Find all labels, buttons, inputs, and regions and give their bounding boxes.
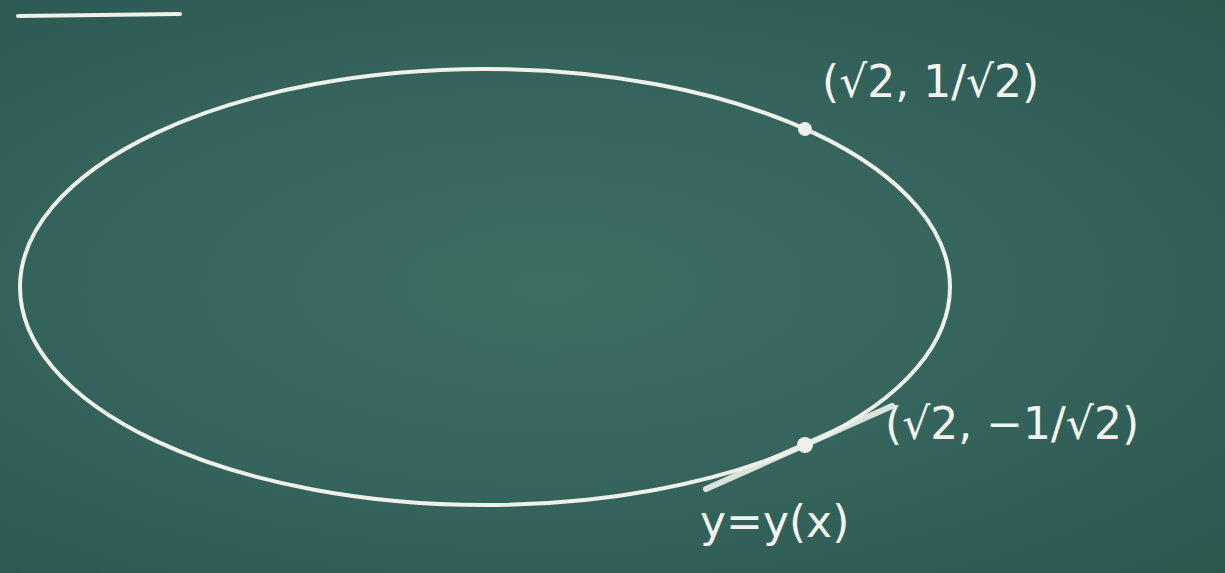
point-dot — [798, 122, 812, 136]
function-label: y=y(x) — [700, 498, 849, 546]
point-dot — [797, 437, 813, 453]
point-label: (√2, −1/√2) — [885, 400, 1139, 448]
tangent-line — [706, 406, 892, 489]
chalk-underline — [18, 14, 180, 16]
ellipse-curve — [20, 69, 950, 505]
point-label: (√2, 1/√2) — [822, 58, 1039, 106]
